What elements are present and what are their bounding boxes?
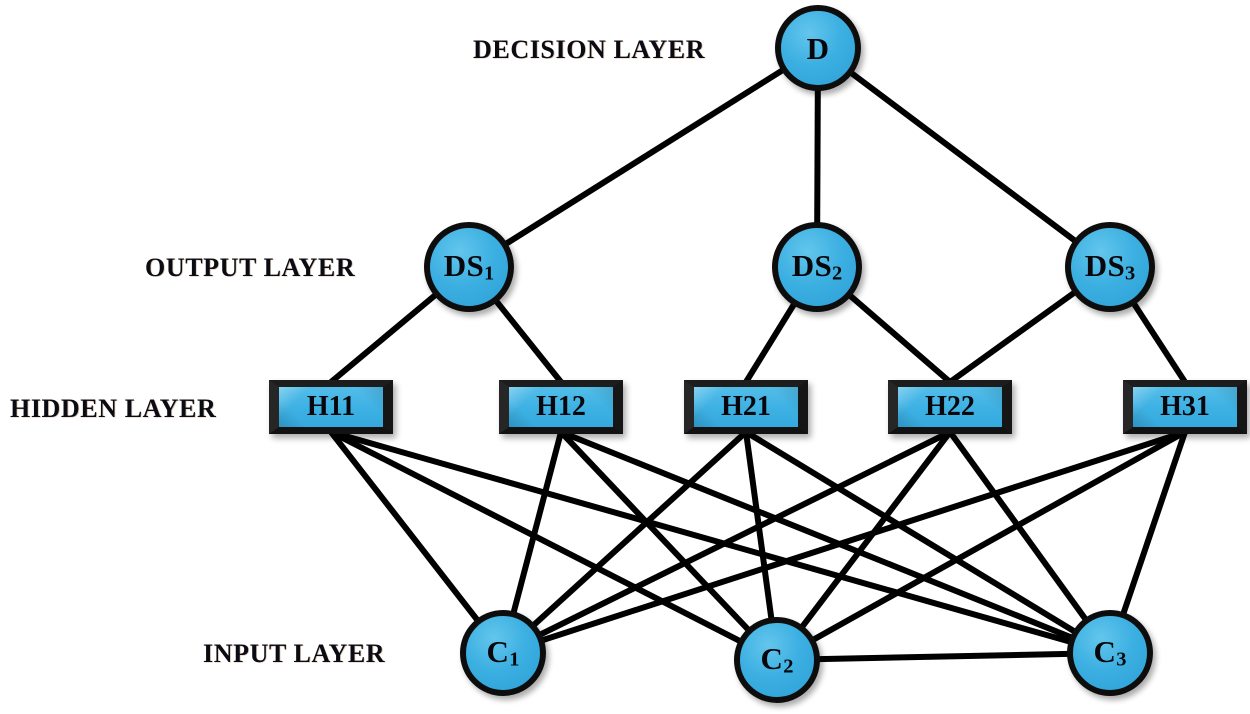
node-label-h12: H12 [536,391,586,422]
node-h21[interactable]: H21 [684,380,808,434]
node-h12[interactable]: H12 [499,380,623,434]
node-c3[interactable]: C3 [1067,610,1153,696]
node-label-d: D [806,30,830,66]
node-label-h11: H11 [306,391,356,422]
layer-label-output: OUTPUT LAYER [145,253,356,282]
node-ds1[interactable]: DS1 [424,222,514,312]
edge-h12-c2 [558,429,780,663]
node-label-h21: H21 [721,391,771,422]
node-label-h22: H22 [925,391,975,422]
edge-h21-c3 [744,429,1112,656]
node-ds2[interactable]: DS2 [772,222,862,312]
edge-h22-c1 [501,429,952,656]
edge-d-ds3 [816,45,1112,270]
node-h11[interactable]: H11 [269,380,393,434]
edge-h11-c3 [330,429,1111,656]
node-c2[interactable]: C2 [734,617,820,703]
node-label-c2: C2 [760,640,794,678]
node-label-c1: C1 [486,633,520,671]
layer-label-input: INPUT LAYER [203,639,386,668]
node-label-ds3: DS3 [1084,247,1136,285]
edge-d-ds1 [467,45,820,270]
node-h31[interactable]: H31 [1123,380,1247,434]
node-c1[interactable]: C1 [460,610,546,696]
edge-c2-c3 [776,650,1111,663]
layer-label-decision: DECISION LAYER [473,35,706,64]
node-d[interactable]: D [775,5,861,91]
edge-h12-c3 [559,429,1112,656]
layer-label-hidden: HIDDEN LAYER [10,394,217,423]
node-label-ds1: DS1 [443,247,495,285]
node-label-h31: H31 [1160,391,1210,422]
node-ds3[interactable]: DS3 [1065,222,1155,312]
node-label-ds2: DS2 [791,247,843,285]
node-h22[interactable]: H22 [888,380,1012,434]
edge-h11-c2 [329,429,779,663]
edge-h21-c1 [500,429,749,656]
node-label-c3: C3 [1093,633,1127,671]
